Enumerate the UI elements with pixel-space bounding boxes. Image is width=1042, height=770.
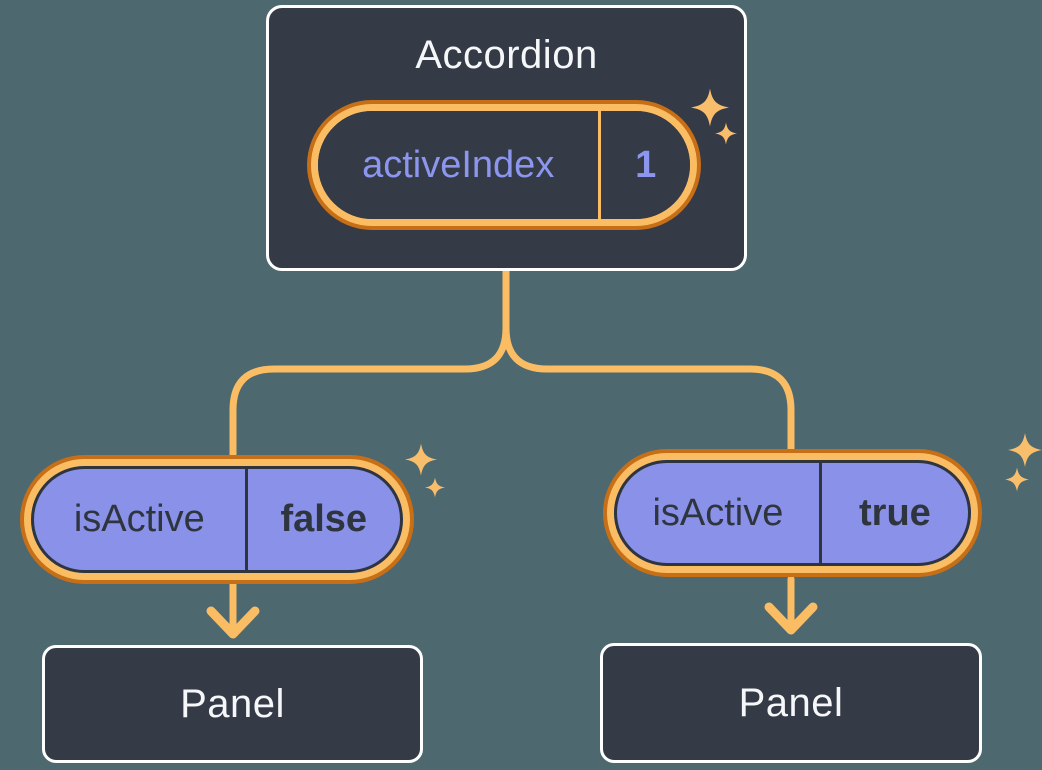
pill-divider [244,469,248,570]
prop-value-left: false [280,498,368,540]
arrow-right-icon [764,575,818,635]
sparkle-large-icon [1008,433,1042,467]
state-value: 1 [635,143,657,186]
panel-label-left: Panel [180,681,285,726]
connector-root-to-left-child [229,271,510,466]
pill-divider [598,111,602,219]
panel-node-right: Panel [600,643,982,763]
state-pill: activeIndex 1 [311,104,697,226]
sparkle-large-icon [691,88,729,127]
prop-pill-right: isActive true [607,453,978,573]
panel-label-right: Panel [738,680,844,725]
sparkle-small-icon [715,122,737,145]
arrow-left-icon [206,580,260,639]
pill-divider [818,463,822,563]
accordion-title: Accordion [415,33,598,77]
prop-pill-left: isActive false [24,459,410,580]
sparkle-large-icon [405,443,437,476]
prop-name-left: isActive [73,498,205,540]
sparkle-small-icon [1005,467,1029,492]
prop-name-right: isActive [652,491,784,534]
sparkle-small-icon [425,477,445,498]
connector-root-to-right-child [502,271,795,462]
prop-value-right: true [859,491,931,534]
state-name: activeIndex [362,143,555,186]
panel-node-left: Panel [42,645,423,763]
